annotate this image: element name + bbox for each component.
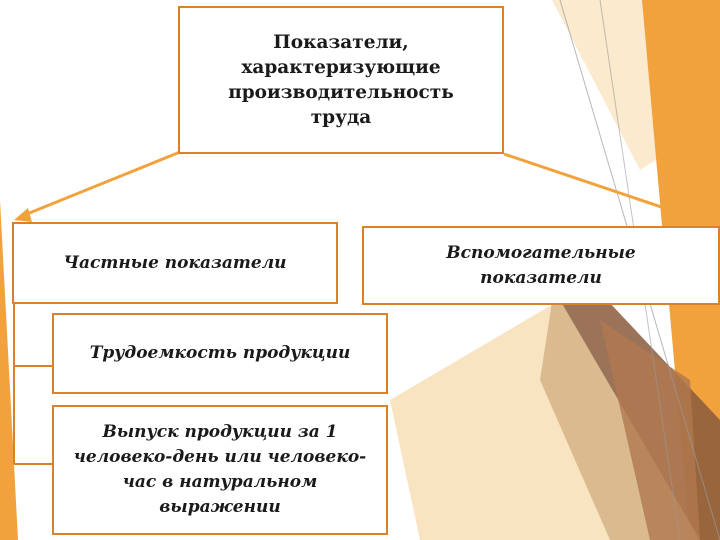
arrowhead-right <box>694 212 712 226</box>
auxiliary-indicators-label: Вспомогательные показатели <box>446 242 636 288</box>
private-indicators-label: Частные показатели <box>63 252 287 273</box>
root-indicator-box: Показатели, характеризующие производител… <box>178 6 504 154</box>
labor-intensity-box: Трудоемкость продукции <box>52 313 388 394</box>
deco-light-band <box>390 300 700 540</box>
connector-root-to-aux <box>503 152 701 222</box>
root-indicator-label: Показатели, характеризующие производител… <box>228 32 454 128</box>
output-per-unit-box: Выпуск продукции за 1 человеко-день или … <box>52 405 388 535</box>
output-per-unit-label: Выпуск продукции за 1 человеко-день или … <box>73 422 367 517</box>
arrowhead-left <box>14 208 32 222</box>
connector-root-to-private <box>21 150 181 218</box>
deco-mid-brown <box>600 320 700 540</box>
private-indicators-box: Частные показатели <box>12 222 338 304</box>
labor-intensity-label: Трудоемкость продукции <box>89 343 351 363</box>
auxiliary-indicators-box: Вспомогательные показатели <box>362 226 720 305</box>
